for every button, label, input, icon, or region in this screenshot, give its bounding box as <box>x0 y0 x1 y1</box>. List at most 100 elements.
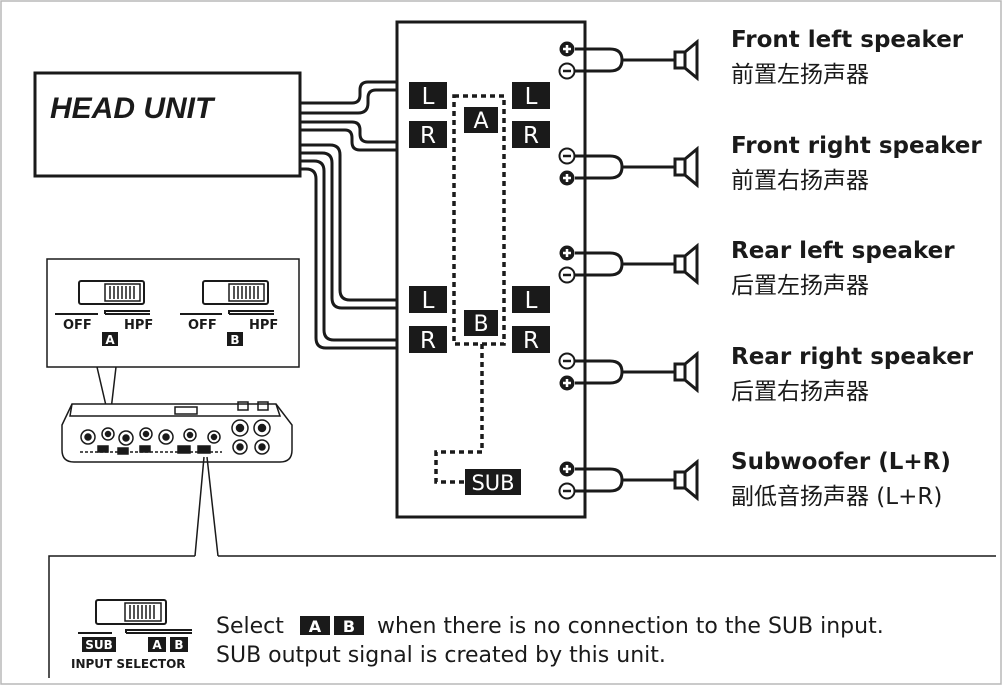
note-b-badge-label: B <box>343 617 355 636</box>
speaker-label-zh: 前置右扬声器 <box>731 168 869 194</box>
switch-a: OFF HPF A <box>55 280 153 347</box>
speaker-label-en: Rear right speaker <box>731 344 974 370</box>
output-front-right-badge <box>512 121 550 148</box>
speaker-wires <box>575 47 675 493</box>
cable-rear-left-a <box>300 143 410 302</box>
input-front-right-label: R <box>420 123 436 149</box>
note-line1-prefix: Select <box>216 614 284 639</box>
plus-icon <box>559 41 575 57</box>
cable-front-right-b <box>300 128 410 152</box>
note-b-badge <box>334 616 364 635</box>
input-rear-left: L <box>409 286 447 314</box>
input-selector: SUB A B INPUT SELECTOR <box>71 599 192 671</box>
speaker-icon <box>673 145 699 189</box>
output-rear-right: R <box>512 326 550 354</box>
sub-signal-path <box>434 344 484 484</box>
output-rear-right-label: R <box>523 328 539 354</box>
cable-rear-left-b <box>300 151 410 310</box>
minus-icon <box>558 482 576 500</box>
input-rear-right: R <box>409 326 447 354</box>
speaker-icon <box>673 38 699 82</box>
switch-a-hpf-label: HPF <box>124 318 153 333</box>
input-front-left: L <box>409 82 447 110</box>
switch-b-badge-label: B <box>230 333 239 347</box>
output-sub: SUB <box>465 469 521 495</box>
plus-icon <box>559 461 575 477</box>
switch-a-badge <box>102 332 118 346</box>
group-b-badge <box>464 310 498 336</box>
output-sub-badge <box>465 469 521 495</box>
cable-front-left-b <box>300 88 410 115</box>
output-front-left-label: L <box>525 84 538 110</box>
cable-rear-right-a <box>300 159 410 342</box>
output-front-left: L <box>512 82 550 110</box>
rca-cables <box>300 80 410 350</box>
input-selector-caption: INPUT SELECTOR <box>71 657 186 671</box>
output-front-left-badge <box>512 82 550 109</box>
input-rear-left-badge <box>409 286 447 313</box>
speaker-label-en: Subwoofer (L+R) <box>731 449 951 475</box>
note-callout-pointer <box>194 456 219 557</box>
input-selector-b-badge <box>170 637 188 652</box>
output-rear-left-badge <box>512 286 550 313</box>
note-a-badge <box>300 616 330 635</box>
switch-callout-pointer <box>96 366 117 411</box>
note-line2: SUB output signal is created by this uni… <box>216 643 666 668</box>
speaker-labels: Front left speaker 前置左扬声器 Front right sp… <box>731 27 982 510</box>
speaker-label-en: Rear left speaker <box>731 238 955 264</box>
switch-panel: OFF HPF A OFF HPF B <box>46 258 300 368</box>
input-selector-sub-label: SUB <box>85 638 113 652</box>
group-a: A <box>464 107 498 134</box>
input-front-left-badge <box>409 82 447 109</box>
cable-front-left-a <box>300 80 410 105</box>
speaker-terminals <box>558 41 576 500</box>
head-unit: HEAD UNIT <box>33 71 302 178</box>
input-front-right: R <box>409 121 447 149</box>
group-b: B <box>464 310 498 337</box>
speaker-label-zh: 前置左扬声器 <box>731 62 869 88</box>
amplifier: L R L R A B L R <box>395 20 587 519</box>
switch-b-off-label: OFF <box>188 318 217 333</box>
input-selector-a-label: A <box>152 638 162 652</box>
switch-b-badge <box>227 332 243 346</box>
output-rear-right-badge <box>512 326 550 353</box>
group-a-label: A <box>473 109 488 134</box>
plus-icon <box>559 375 575 391</box>
switch-a-badge-label: A <box>105 333 115 347</box>
speaker-label-en: Front right speaker <box>731 133 982 159</box>
note-line1-suffix: when there is no connection to the SUB i… <box>377 614 884 639</box>
speaker-icon <box>673 350 699 394</box>
switch-a-off-label: OFF <box>63 318 92 333</box>
note-a-badge-label: A <box>309 617 322 636</box>
input-selector-b-label: B <box>174 638 183 652</box>
input-front-left-label: L <box>422 84 435 110</box>
input-front-right-badge <box>409 121 447 148</box>
output-sub-label: SUB <box>471 471 514 495</box>
speaker-label-zh: 副低音扬声器 (L+R) <box>731 484 942 510</box>
switch-b: OFF HPF B <box>180 280 278 347</box>
group-b-label: B <box>473 312 488 337</box>
speaker-label-zh: 后置左扬声器 <box>731 273 869 299</box>
minus-icon <box>558 147 576 165</box>
input-rear-left-label: L <box>422 288 435 314</box>
minus-icon <box>558 352 576 370</box>
minus-icon <box>558 62 576 80</box>
minus-icon <box>558 266 576 284</box>
input-rear-right-badge <box>409 326 447 353</box>
note-box: SUB A B INPUT SELECTOR Select A B when t… <box>48 555 996 678</box>
input-rear-right-label: R <box>420 328 436 354</box>
speaker-icons <box>673 38 699 502</box>
speaker-icon <box>673 458 699 502</box>
head-unit-label: HEAD UNIT <box>50 92 216 125</box>
head-unit-box <box>33 71 302 178</box>
plus-icon <box>559 170 575 186</box>
note-box-border <box>48 555 996 678</box>
amplifier-illustration <box>61 401 293 463</box>
cable-front-right-a <box>300 120 410 144</box>
plus-icon <box>559 245 575 261</box>
group-a-badge <box>464 107 498 133</box>
input-selector-a-badge <box>148 637 166 652</box>
input-selector-sub-badge <box>82 637 116 652</box>
output-front-right: R <box>512 121 550 149</box>
